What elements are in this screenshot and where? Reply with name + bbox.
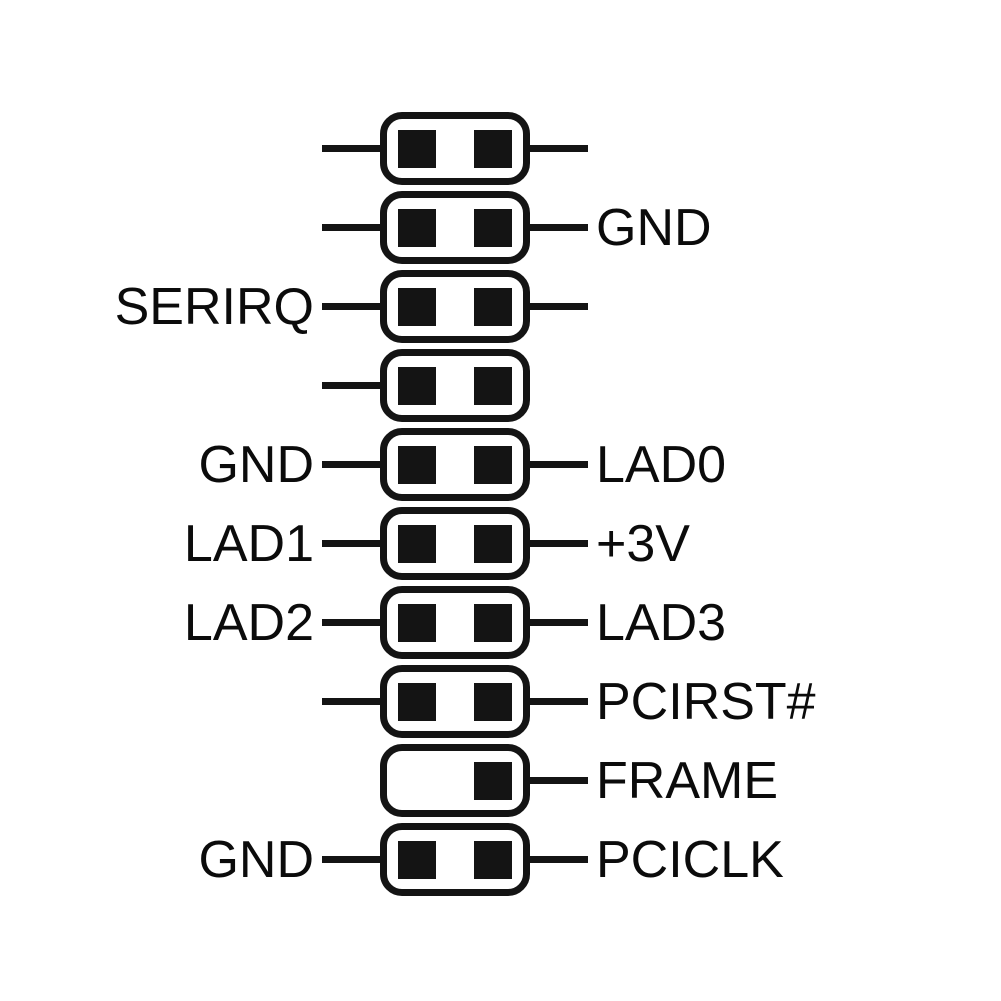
right-pin [474,287,512,326]
right-pin-label: LAD3 [596,593,727,652]
pin-pair-box [380,428,530,501]
right-wire [530,145,588,152]
left-pin-label: LAD1 [183,514,314,573]
left-pin [398,208,436,247]
left-wire [322,619,380,626]
right-wire [530,777,588,784]
left-pin-label: GND [198,830,314,889]
right-pin-label: LAD0 [596,435,727,494]
pin-row: LAD1 +3V [0,507,1001,580]
left-wire [322,224,380,231]
left-wire [322,540,380,547]
pin-pair-box [380,586,530,659]
pin-pair-box [380,270,530,343]
pin-row: LAD2 LAD3 [0,586,1001,659]
left-wire [322,303,380,310]
pin-row: PCIRST# [0,665,1001,738]
right-wire [530,856,588,863]
pin-pair-box [380,665,530,738]
pin-row: GND [0,191,1001,264]
left-wire [322,382,380,389]
left-wire [322,461,380,468]
pin-row: FRAME [0,744,1001,817]
right-pin-label: PCICLK [596,830,784,889]
pin-row [0,112,1001,185]
pin-pair-box [380,349,530,422]
right-pin-label: FRAME [596,751,778,810]
left-pin [398,840,436,879]
left-pin [398,524,436,563]
right-pin [474,761,512,800]
right-pin [474,445,512,484]
left-wire [322,145,380,152]
right-pin [474,682,512,721]
right-wire [530,224,588,231]
pin-pair-box [380,823,530,896]
left-pin [398,445,436,484]
right-wire [530,461,588,468]
left-wire [322,856,380,863]
right-pin [474,129,512,168]
left-pin [398,682,436,721]
left-pin-label: LAD2 [183,593,314,652]
right-wire [530,303,588,310]
pin-row [0,349,1001,422]
right-pin [474,603,512,642]
left-wire [322,698,380,705]
left-pin [398,603,436,642]
right-pin [474,208,512,247]
right-pin [474,524,512,563]
right-pin-label: GND [596,198,712,257]
pin-pair-box [380,744,530,817]
pin-row: GND LAD0 [0,428,1001,501]
right-pin [474,840,512,879]
left-pin [398,129,436,168]
pin-pair-box [380,507,530,580]
pin-pair-box [380,191,530,264]
right-pin-label: +3V [596,514,690,573]
left-pin [398,287,436,326]
right-pin [474,366,512,405]
right-wire [530,540,588,547]
left-pin-label: SERIRQ [114,277,314,336]
left-pin-label: GND [198,435,314,494]
left-pin [398,366,436,405]
pin-row: SERIRQ [0,270,1001,343]
pin-pair-box [380,112,530,185]
right-wire [530,698,588,705]
right-pin-label: PCIRST# [596,672,816,731]
pin-row: GND PCICLK [0,823,1001,896]
right-wire [530,619,588,626]
